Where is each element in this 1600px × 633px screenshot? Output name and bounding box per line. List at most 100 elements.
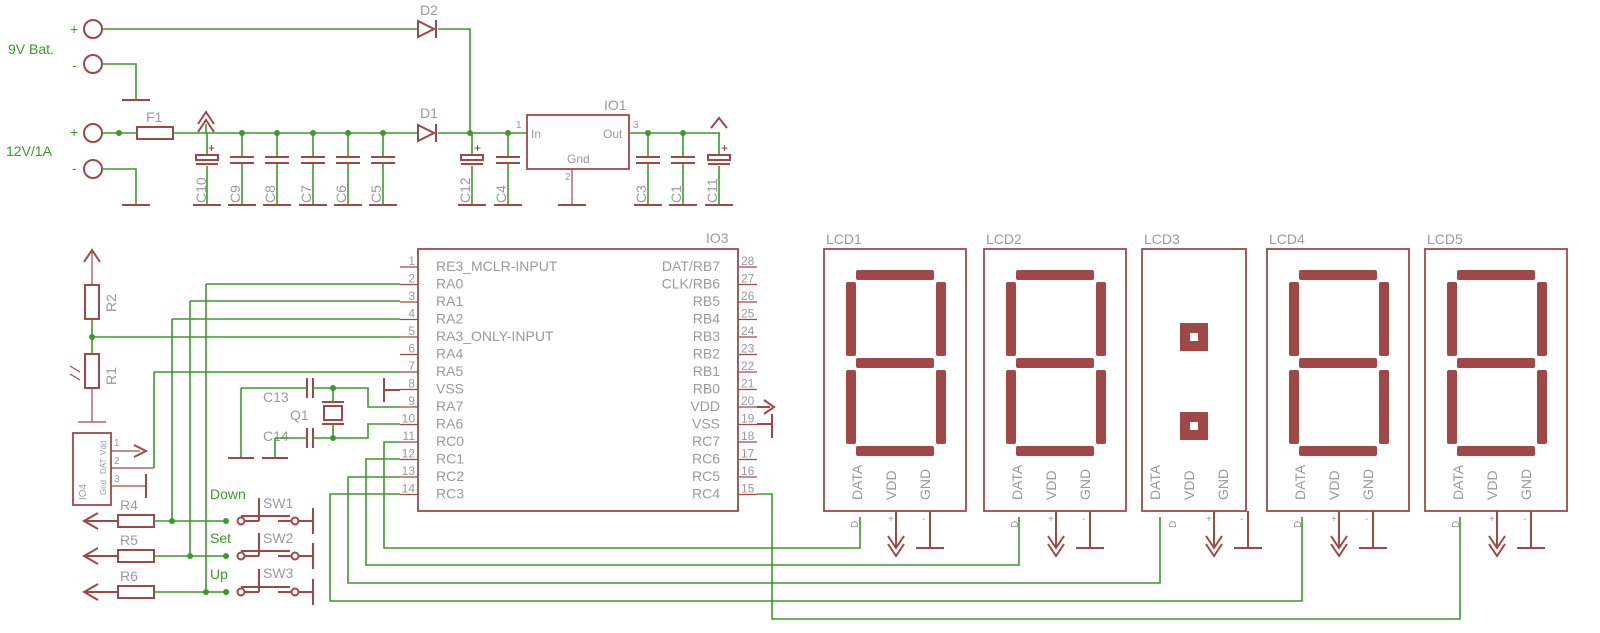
- sw2-label: SW2: [263, 530, 294, 546]
- regulator-out-label: Out: [603, 127, 623, 141]
- lcd-segment: [1299, 446, 1377, 456]
- battery-plus-label: +: [70, 21, 78, 37]
- display-body: [1141, 248, 1247, 512]
- r4-label: R4: [120, 497, 138, 513]
- mcu-pin-name: DAT/RB7: [662, 258, 720, 274]
- lcd-segment: [1457, 358, 1535, 368]
- down-net-label: Down: [210, 486, 246, 502]
- lcd-segment: [1096, 282, 1106, 356]
- mcu-pin-number: 19: [741, 412, 755, 426]
- mcu-pin-name: VSS: [692, 416, 720, 432]
- display-plus-label: +: [1048, 514, 1054, 525]
- gnd-icon: [1076, 511, 1104, 549]
- io4-sensor-body: [72, 432, 112, 506]
- display-d-label: D: [1168, 521, 1179, 528]
- r1-label: R1: [103, 367, 119, 385]
- battery-plus-terminal[interactable]: [83, 19, 103, 39]
- lcd-segment: [1006, 370, 1016, 444]
- display-data-pin-label: DATA: [1450, 464, 1466, 500]
- mcu-pin-name: VDD: [690, 398, 720, 414]
- mcu-pin-number: 22: [741, 359, 755, 373]
- display-gnd-pin-label: GND: [917, 469, 933, 500]
- mcu-pin-number: 16: [741, 464, 755, 478]
- display-data-pin-label: DATA: [1009, 464, 1025, 500]
- display-d-label: D: [1010, 521, 1021, 528]
- supply-minus-wire: [102, 168, 137, 205]
- mcu-pin-number: 23: [741, 342, 755, 356]
- c14-capacitor: [306, 428, 314, 448]
- display-vdd-pin-label: VDD: [1043, 470, 1059, 500]
- sw1-button[interactable]: [236, 498, 314, 534]
- regulator-pin-2: 2: [565, 172, 571, 183]
- c14-label: C14: [263, 428, 289, 444]
- display-data-pin-label: DATA: [1292, 464, 1308, 500]
- mcu-pin-number: 21: [741, 377, 755, 391]
- display-d-label: D: [1293, 521, 1304, 528]
- c5-label: C5: [368, 185, 384, 203]
- mcu-pin-name: RA6: [436, 416, 463, 432]
- mcu-pin-number: 15: [741, 482, 755, 496]
- mcu-pin-name: RE3_MCLR-INPUT: [436, 258, 558, 274]
- rc4-wire: [757, 493, 1461, 620]
- mcu-pin-number: 26: [741, 289, 755, 303]
- sw3-label: SW3: [263, 565, 294, 581]
- gnd-icon: [1359, 511, 1387, 549]
- mcu-pin-name: RB5: [693, 293, 720, 309]
- mcu-vss-gnd-left-icon: [383, 378, 400, 402]
- left-capacitor-bank: + C10 C9 C8 C7 C6 C5: [193, 130, 397, 206]
- mcu-vss-gnd-icon: [757, 414, 773, 438]
- mcu-pin-name: RB3: [693, 328, 720, 344]
- mcu-pin-number: 20: [741, 394, 755, 408]
- rc2-wire: [347, 476, 1161, 584]
- supply-plus-terminal[interactable]: [83, 123, 103, 143]
- c7-label: C7: [298, 185, 314, 203]
- osc2-wire: [333, 423, 400, 439]
- sw2-button[interactable]: [236, 533, 314, 569]
- display-gnd-pin-label: GND: [1518, 469, 1534, 500]
- supply-minus-terminal[interactable]: [83, 159, 103, 179]
- mcu-pin-number: 9: [408, 394, 415, 408]
- display-label: LCD4: [1269, 231, 1305, 247]
- display-plus-label: +: [1331, 514, 1337, 525]
- display-gnd-pin-label: GND: [1077, 469, 1093, 500]
- gnd-icon: [1517, 511, 1545, 549]
- r4-arrow-icon: [81, 512, 118, 530]
- supply-minus-label: -: [72, 160, 77, 176]
- mcu-pin-number: 6: [408, 342, 415, 356]
- supply-plus-label: +: [70, 124, 78, 140]
- mcu-pin-name: RA3_ONLY-INPUT: [436, 328, 554, 344]
- mcu-pin-number: 27: [741, 272, 755, 286]
- lcd-segment: [1457, 446, 1535, 456]
- lcd-segment: [1016, 270, 1094, 280]
- lcd-segment: [1447, 370, 1457, 444]
- display-plus-label: +: [1206, 514, 1212, 525]
- r6-resistor: [117, 585, 155, 599]
- mcu-pin-number: 2: [408, 272, 415, 286]
- vdd-supply-icon: [1047, 511, 1065, 558]
- display-gnd-pin-label: GND: [1215, 469, 1231, 500]
- regulator-pin-1: 1: [516, 120, 522, 131]
- lcd-segment: [846, 370, 856, 444]
- d2-label: D2: [420, 2, 438, 18]
- lcd-segment: [1289, 282, 1299, 356]
- sw3-button[interactable]: [236, 569, 314, 605]
- mcu-pin-name: RC3: [436, 486, 464, 502]
- lcd-segment: [1447, 282, 1457, 356]
- lcd-segment: [1096, 370, 1106, 444]
- io4-label: IO4: [78, 483, 89, 500]
- lcd-segment: [936, 370, 946, 444]
- battery-minus-terminal[interactable]: [83, 54, 103, 74]
- io4-gnd-label: Gnd: [99, 480, 108, 495]
- mcu-pin-name: RA4: [436, 346, 463, 362]
- mcu-pin-name: CLK/RB6: [662, 276, 721, 292]
- supply-arrow-symbol: [197, 110, 215, 133]
- mcu-pin-name: RA0: [436, 276, 463, 292]
- r2-resistor: [84, 284, 100, 320]
- r5-resistor: [117, 549, 155, 563]
- c8-label: C8: [262, 185, 278, 203]
- c3-label: C3: [633, 185, 649, 203]
